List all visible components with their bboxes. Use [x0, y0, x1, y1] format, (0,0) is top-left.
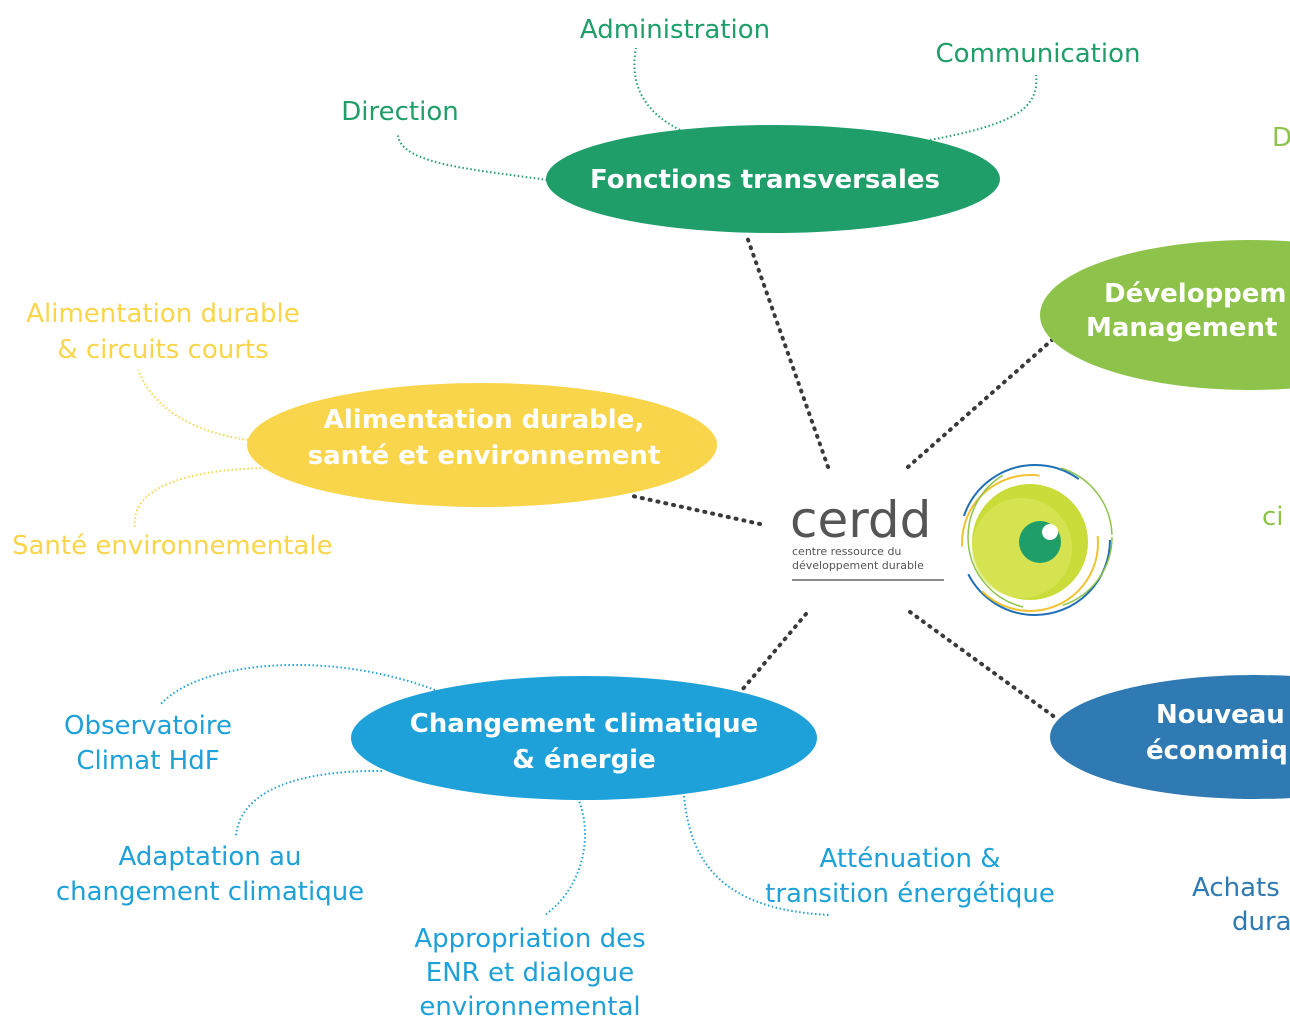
leaf-alim-circuits-2[interactable]: & circuits courts: [57, 335, 268, 365]
curve-adaptation: [235, 769, 383, 837]
curve-attenuation: [683, 795, 831, 916]
leaf-appropriation-3[interactable]: environnemental: [419, 992, 640, 1019]
curve-administration: [633, 47, 681, 131]
curve-observatoire: [159, 663, 436, 706]
logo-subtitle-2: développement durable: [792, 559, 924, 572]
hub-alimentation-label-2: santé et environnement: [308, 441, 661, 471]
hub-developpement-label-1: Développem: [1104, 279, 1287, 309]
hub-nouveau-shape: [1050, 675, 1290, 799]
hub-climat-shape: [351, 676, 817, 800]
hub-connectors: [626, 232, 1058, 720]
hub-climat[interactable]: Changement climatique & énergie: [351, 676, 817, 800]
leaf-attenuation-1[interactable]: Atténuation &: [820, 844, 1001, 874]
leaf-observatoire-1[interactable]: Observatoire: [64, 711, 232, 741]
hub-fonctions-label: Fonctions transversales: [590, 165, 940, 195]
leaf-appropriation-1[interactable]: Appropriation des: [414, 924, 645, 954]
leaf-achats-1[interactable]: Achats: [1192, 873, 1280, 903]
hub-fonctions-shape: [546, 125, 1000, 233]
curve-alim-circuits: [137, 369, 249, 441]
connector-nouveau: [908, 610, 1058, 720]
leaf-sante-env[interactable]: Santé environnementale: [12, 531, 333, 561]
leaves-nouveau: Achats dura: [1192, 873, 1290, 937]
hub-developpement[interactable]: Développem Management: [1040, 240, 1290, 390]
leaf-ci-partial[interactable]: ci: [1262, 502, 1284, 532]
leaf-observatoire-2[interactable]: Climat HdF: [76, 746, 219, 776]
leaf-adaptation-2[interactable]: changement climatique: [56, 877, 364, 907]
curve-direction: [397, 134, 548, 181]
logo-subtitle-1: centre ressource du: [792, 545, 901, 558]
logo-wordmark: cerdd: [790, 491, 931, 549]
connector-climat: [740, 612, 808, 692]
cerdd-logo[interactable]: cerdd centre ressource du développement …: [790, 464, 1113, 616]
leaf-connectors: [133, 47, 1038, 916]
connector-developpement: [906, 338, 1054, 469]
hub-nouveau-label-2: économiq: [1146, 736, 1288, 766]
hub-developpement-shape: [1040, 240, 1290, 390]
leaves-climat: Observatoire Climat HdF Adaptation au ch…: [56, 711, 1055, 1019]
leaf-achats-2[interactable]: dura: [1232, 907, 1290, 937]
hub-nouveau[interactable]: Nouveau économiq: [1050, 675, 1290, 799]
connector-alimentation: [626, 493, 762, 526]
curve-appropriation: [544, 797, 586, 916]
hub-alimentation-shape: [247, 383, 717, 507]
leaf-appropriation-2[interactable]: ENR et dialogue: [426, 958, 634, 988]
leaf-alim-circuits-1[interactable]: Alimentation durable: [26, 299, 300, 329]
leaf-administration[interactable]: Administration: [580, 15, 770, 45]
hub-climat-label-2: & énergie: [512, 745, 655, 775]
leaf-adaptation-1[interactable]: Adaptation au: [119, 842, 302, 872]
curve-sante: [133, 467, 266, 529]
globe-eye-icon: [959, 464, 1113, 616]
leaves-developpement: D ci: [1262, 123, 1290, 532]
hub-fonctions[interactable]: Fonctions transversales: [546, 125, 1000, 233]
leaf-communication[interactable]: Communication: [936, 39, 1141, 69]
leaf-d-partial[interactable]: D: [1272, 123, 1290, 153]
connector-fonctions: [744, 232, 830, 469]
hub-alimentation-label-1: Alimentation durable,: [324, 405, 644, 435]
leaf-attenuation-2[interactable]: transition énergétique: [765, 879, 1055, 909]
leaves-alimentation: Alimentation durable & circuits courts S…: [12, 299, 333, 561]
hub-developpement-label-2: Management: [1086, 313, 1277, 343]
hub-climat-label-1: Changement climatique: [410, 709, 759, 739]
curve-communication: [929, 74, 1038, 141]
leaves-fonctions: Direction Administration Communication: [341, 15, 1140, 127]
hub-alimentation[interactable]: Alimentation durable, santé et environne…: [247, 383, 717, 507]
leaf-direction[interactable]: Direction: [341, 97, 458, 127]
hub-nouveau-label-1: Nouveau: [1156, 700, 1285, 730]
